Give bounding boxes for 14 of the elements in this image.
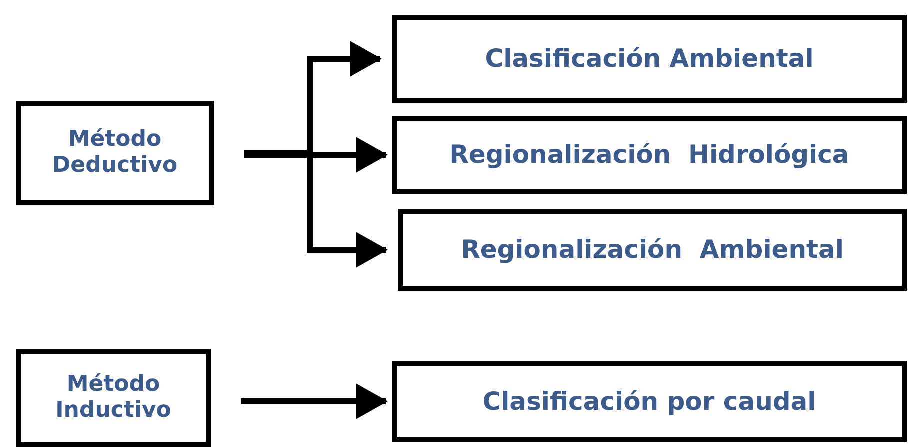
category-box bbox=[392, 361, 907, 442]
category-box bbox=[392, 15, 907, 103]
box-label: Clasificación por caudal bbox=[482, 386, 816, 416]
method-box bbox=[16, 349, 211, 447]
arrow bbox=[241, 384, 388, 420]
category-box bbox=[398, 209, 907, 291]
box-label: Regionalización Hidrológica bbox=[450, 140, 850, 170]
arrow bbox=[244, 137, 388, 173]
box-label: Método Deductivo bbox=[51, 126, 179, 180]
category-box bbox=[392, 116, 907, 194]
box-label: Regionalización Ambiental bbox=[461, 235, 844, 265]
method-box bbox=[16, 101, 214, 205]
box-label: Método Inductivo bbox=[54, 372, 172, 424]
box-label: Clasificación Ambiental bbox=[485, 44, 814, 74]
